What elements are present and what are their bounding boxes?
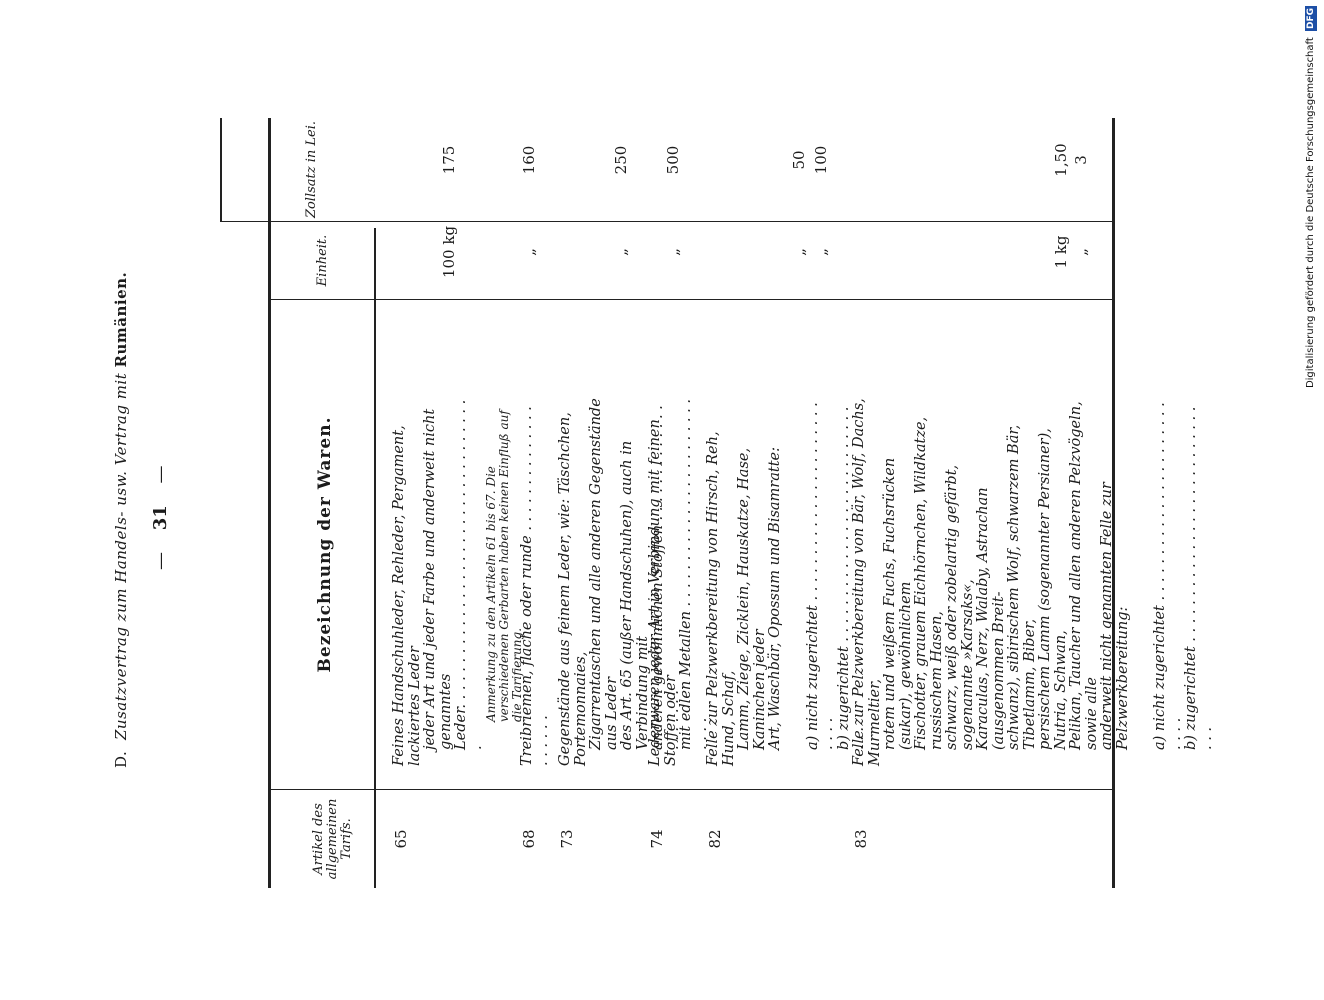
desc-line: Feines Handschuhleder, Rehleder, Pergame… [391,425,423,766]
watermark-text-wrap: Digitalisierung gefördert durch die Deut… [1302,6,1320,396]
desc-line: schwarz, weiß oder zobelartig gefärbt, s… [944,464,976,750]
article-number: 82 [706,829,724,849]
article-number: 65 [392,829,410,849]
dfg-logo: DFG [1305,6,1317,32]
col-head-description: Bezeichnung der Waren. [315,416,335,673]
desc-line: Fischotter, grauem Eichhörnchen, Wildkat… [913,416,945,750]
col-sep-2 [268,299,1114,300]
rate-value: 50 [790,150,808,170]
desc-line: Treibriemen, flache oder runde . . . . .… [519,406,551,766]
rate-value: 160 [520,145,538,175]
rate-value: 100 [812,145,830,175]
sub-item: a) nicht zugerichtet . . . . . . . . . .… [1152,402,1184,750]
unit-value: 1 kg [1052,235,1070,269]
row-description: Felle zur Pelzwerkbereitung von Bär, Wol… [851,398,1215,766]
desc-line: Lederwaren jeder Art in Verbindung mit f… [647,419,679,766]
desc-line: jeder Art und jeder Farbe und anderweit … [422,408,454,750]
unit-value: „ [812,248,830,256]
table-top-rule [268,118,271,888]
unit-value: „ [790,248,808,256]
article-number: 83 [852,829,870,849]
row-description: Lederwaren jeder Art in Verbindung mit f… [647,398,710,766]
col-head-article: Artikel des allgemeinen Tarifs. [311,798,354,880]
rate-value: 3 [1072,155,1090,165]
rate-value: 175 [440,145,458,175]
desc-line: Felle zur Pelzwerkbereitung von Bär, Wol… [851,398,883,766]
sub-item: a) nicht zugerichtet . . . . . . . . . .… [804,402,837,750]
unit-value: 100 kg [440,225,458,279]
desc-line: schwanz), sibirischem Wolf, schwarzem Bä… [1006,424,1038,750]
unit-value: „ [664,248,682,256]
desc-line: Leder. . . . . . . . . . . . . . . . . .… [453,399,485,750]
rate-value: 1,50 [1052,143,1070,177]
sub-item: b) zugerichtet . . . . . . . . . . . . .… [1183,406,1215,750]
desc-line: Art, Waschbär, Opossum und Bisamratte: [767,447,783,750]
article-number: 73 [558,829,576,849]
desc-line: Felle zur Pelzwerkbereitung von Hirsch, … [705,431,737,766]
col-head-rate: Zollsatz in Lei. [304,120,319,219]
dfg-watermark: Digitalisierung gefördert durch die Deut… [1302,6,1320,396]
unit-value: „ [520,248,538,256]
desc-line: persischem Lamm (sogenannter Persianer),… [1037,428,1069,750]
col-head-unit: Einheit. [315,234,330,287]
row-description: Felle zur Pelzwerkbereitung von Hirsch, … [705,398,868,766]
rate-value: 500 [664,145,682,175]
unit-value: „ [1072,248,1090,256]
article-number: 68 [520,829,538,849]
unit-value: „ [612,248,630,256]
rate-column-rule [220,118,222,222]
row-description: Treibriemen, flache oder runde . . . . .… [519,398,551,766]
desc-line: anderweit nicht genannten Felle zur Pelz… [1099,482,1131,750]
desc-line: Gegenstände aus feinem Leder, wie: Täsch… [557,412,589,766]
rate-value: 250 [612,145,630,175]
article-number: 74 [648,829,666,849]
watermark-text: Digitalisierung gefördert durch die Deut… [1305,37,1316,389]
row-description: Feines Handschuhleder, Rehleder, Pergame… [391,398,524,766]
desc-line: rotem und weißem Fuchs, Fuchsrücken (suk… [882,457,914,750]
desc-line: Lamm, Ziege, Zicklein, Hauskatze, Hase, … [736,447,768,750]
desc-line: Pelikan, Taucher und allen anderen Pelzv… [1068,401,1100,750]
desc-line: Karaculas, Nerz, Walaby, Astrachan (ausg… [975,487,1007,750]
desc-line: Zigarrentaschen und alle anderen Gegenst… [588,398,620,750]
